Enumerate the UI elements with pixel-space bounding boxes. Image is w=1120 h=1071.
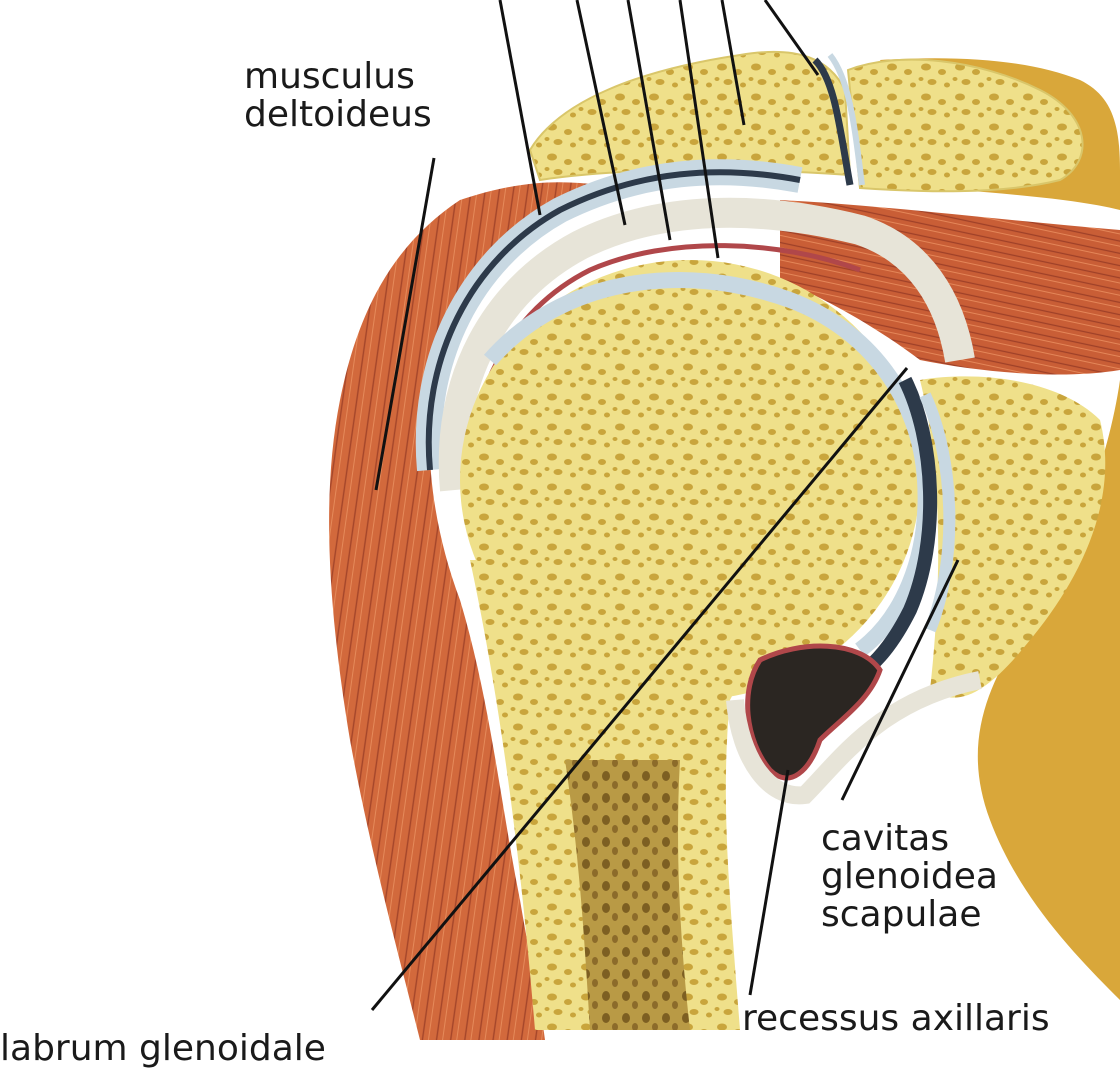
label-labrum-glenoidale: labrum glenoidale — [0, 1030, 326, 1068]
leader-line-top-1 — [500, 0, 540, 215]
label-cavitas-line1: cavitas — [821, 820, 998, 858]
label-cavitas-glenoidea-scapulae: cavitas glenoidea scapulae — [821, 820, 998, 934]
axillary-recess — [748, 646, 880, 778]
label-recessus-axillaris: recessus axillaris — [742, 1000, 1050, 1038]
leader-line-recessus — [750, 770, 788, 995]
label-musculus-deltoideus: musculus deltoideus — [244, 58, 432, 134]
label-deltoid-line2: deltoideus — [244, 96, 432, 134]
label-cavitas-line3: scapulae — [821, 896, 998, 934]
label-cavitas-line2: glenoidea — [821, 858, 998, 896]
label-deltoid-line1: musculus — [244, 58, 432, 96]
